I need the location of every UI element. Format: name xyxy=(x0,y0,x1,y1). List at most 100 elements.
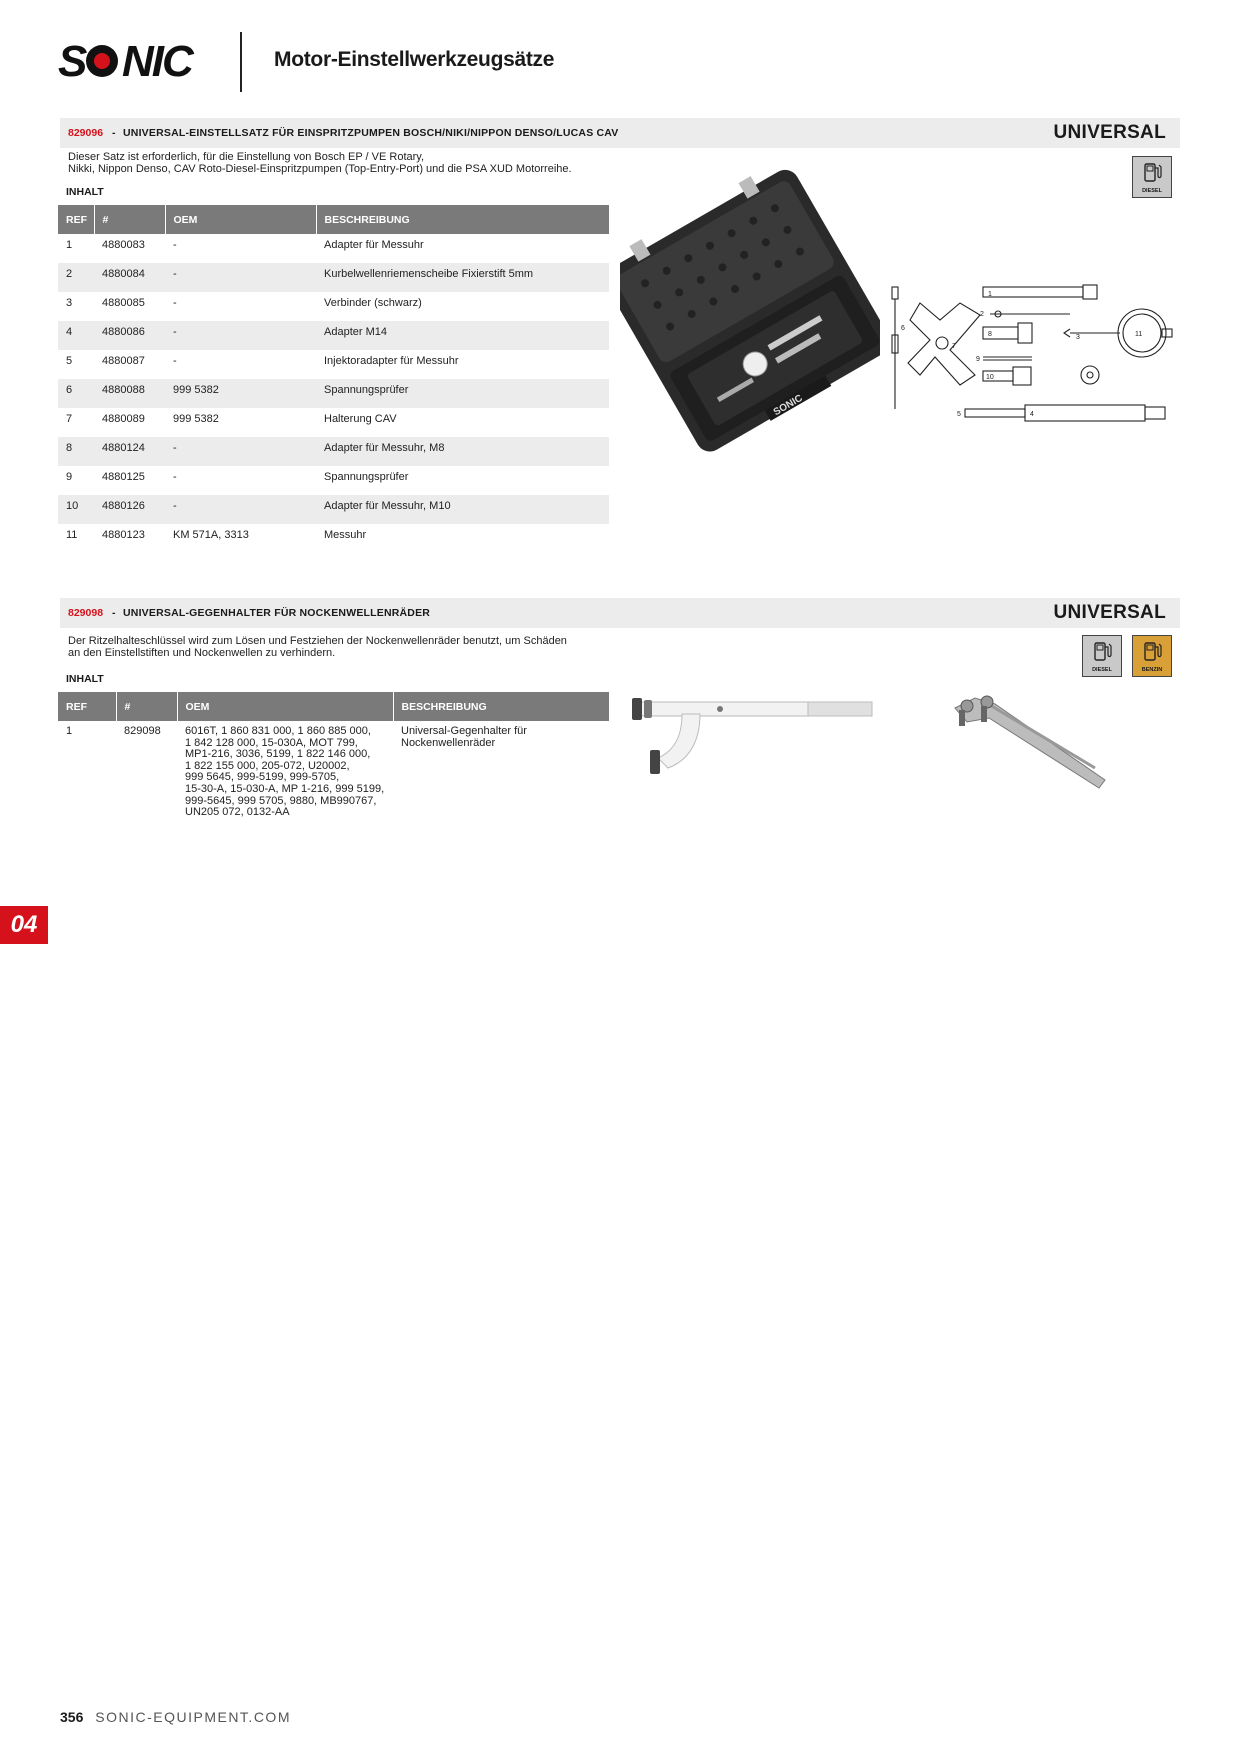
cell-ref: 6 xyxy=(58,379,94,408)
column-header-beschreibung: BESCHREIBUNG xyxy=(393,692,609,721)
cell-oem: 6016T, 1 860 831 000, 1 860 885 000,1 84… xyxy=(177,721,393,819)
header-divider xyxy=(240,32,242,92)
cell-number: 4880083 xyxy=(102,239,145,251)
diagram-label-1: 1 xyxy=(988,291,992,298)
section1-title: UNIVERSAL-EINSTELLSATZ FÜR EINSPRITZPUMP… xyxy=(123,127,619,139)
cell-description: Spannungsprüfer xyxy=(324,471,409,483)
page-number: 356 xyxy=(60,1709,84,1725)
cell-number: 4880085 xyxy=(102,297,145,309)
cell-ref: 8 xyxy=(58,437,94,466)
description-line: Nockenwellenräder xyxy=(401,736,496,749)
oem-line: 1 822 155 000, 205-072, U20002, xyxy=(185,759,350,772)
oem-line: UN205 072, 0132-AA xyxy=(185,806,290,819)
column-header-oem: OEM xyxy=(177,692,394,721)
section2-code: 829098 xyxy=(68,607,104,619)
diagram-label-7: 7 xyxy=(952,343,956,350)
diagram-label-2: 2 xyxy=(980,311,984,318)
cell-description: Injektoradapter für Messuhr xyxy=(324,355,459,367)
column-header-: # xyxy=(116,692,178,721)
cell-number: 4880125 xyxy=(102,471,145,483)
diagram-label-9: 9 xyxy=(976,356,980,363)
diesel-label: DIESEL xyxy=(1092,667,1112,673)
oem-line: 15-30-A, 15-030-A, MP 1-216, 999 5199, xyxy=(185,782,385,795)
page-footer: 356 SONIC-EQUIPMENT.COM xyxy=(60,1709,291,1725)
cell-ref: 11 xyxy=(66,529,78,541)
chapter-tab: 04 xyxy=(0,906,48,944)
section2-description: Der Ritzelhalteschlüssel wird zum Lösen … xyxy=(68,635,628,659)
cell-oem: - xyxy=(173,297,177,309)
oem-line: 999-5645, 999 5705, 9880, MB990767, xyxy=(185,794,377,807)
table-row: 9 4880125 - Spannungsprüfer xyxy=(58,466,609,495)
section1-tag: UNIVERSAL xyxy=(1053,122,1166,143)
page-title: Motor-Einstellwerkzeugsätze xyxy=(274,48,555,71)
oem-line: 6016T, 1 860 831 000, 1 860 885 000, xyxy=(185,725,371,737)
svg-text:NIC: NIC xyxy=(122,40,195,82)
tool-case-image: SONIC xyxy=(620,169,880,452)
section2-desc-line2: an den Einstellstiften und Nockenwellen … xyxy=(68,646,336,659)
cell-number: 4880087 xyxy=(102,355,145,367)
cell-number: 4880084 xyxy=(94,263,165,292)
benzin-fuel-icon: BENZIN xyxy=(1132,635,1172,677)
diagram-label-3: 3 xyxy=(1076,334,1080,341)
description-line: Universal-Gegenhalter für xyxy=(401,725,527,737)
cell-description: Spannungsprüfer xyxy=(316,379,609,408)
section2-tag: UNIVERSAL xyxy=(1053,602,1166,623)
diagram-label-10: 10 xyxy=(986,374,994,381)
cell-ref: 9 xyxy=(66,471,73,483)
fuel-pump-icon xyxy=(1094,642,1112,661)
cell-ref: 7 xyxy=(66,413,73,425)
cell-oem: - xyxy=(173,355,177,367)
benzin-label: BENZIN xyxy=(1141,667,1163,673)
cell-description: Adapter für Messuhr, M10 xyxy=(316,495,609,524)
cell-description: Adapter für Messuhr xyxy=(324,239,424,251)
cell-ref: 3 xyxy=(66,297,73,309)
cell-description: Halterung CAV xyxy=(324,413,397,425)
diesel-label: DIESEL xyxy=(1142,188,1162,194)
section2-title-bar: 829098 - UNIVERSAL-GEGENHALTER FÜR NOCKE… xyxy=(60,598,1180,628)
cell-ref: 5 xyxy=(66,355,73,367)
diagram-label-8: 8 xyxy=(988,331,992,338)
svg-text:S: S xyxy=(58,40,87,82)
column-header-oem: OEM xyxy=(165,205,317,234)
cell-ref: 4 xyxy=(58,321,94,350)
section2-title: UNIVERSAL-GEGENHALTER FÜR NOCKENWELLENRÄ… xyxy=(123,607,431,619)
cell-description: Adapter für Messuhr, M8 xyxy=(316,437,609,466)
section2-title-sep: - xyxy=(112,607,116,619)
cell-oem: KM 571A, 3313 xyxy=(173,529,249,541)
cell-oem: - xyxy=(165,321,316,350)
cell-description: Adapter M14 xyxy=(316,321,609,350)
section2-desc-line1: Der Ritzelhalteschlüssel wird zum Lösen … xyxy=(68,635,567,647)
cell-number: 4880123 xyxy=(102,529,145,541)
cell-oem: - xyxy=(165,263,316,292)
section1-desc-line1: Dieser Satz ist erforderlich, für die Ei… xyxy=(68,151,425,163)
camshaft-holder-image-side xyxy=(954,695,1106,789)
cell-number: 4880124 xyxy=(94,437,165,466)
section1-desc-line2: Nikki, Nippon Denso, CAV Roto-Diesel-Ein… xyxy=(68,162,572,175)
oem-line: 1 842 128 000, 15-030A, MOT 799, xyxy=(185,736,358,749)
diagram-label-5: 5 xyxy=(957,411,961,418)
sonic-logo: S NIC xyxy=(58,40,197,82)
cell-oem: 999 5382 xyxy=(165,379,316,408)
section1-inhalt-label: INHALT xyxy=(66,186,104,198)
cell-oem: - xyxy=(173,471,177,483)
diagram-label-4: 4 xyxy=(1030,411,1034,418)
diesel-fuel-icon: DIESEL xyxy=(1082,635,1122,677)
cell-oem: - xyxy=(173,239,177,251)
parts-diagram: 1 2 3 4 5 6 7 8 9 10 11 xyxy=(891,284,1173,422)
cell-number: 4880088 xyxy=(94,379,165,408)
cell-number: 4880086 xyxy=(94,321,165,350)
cell-ref: 1 xyxy=(66,725,73,737)
diesel-fuel-icon: DIESEL xyxy=(1132,156,1172,198)
cell-oem: 999 5382 xyxy=(173,413,219,425)
